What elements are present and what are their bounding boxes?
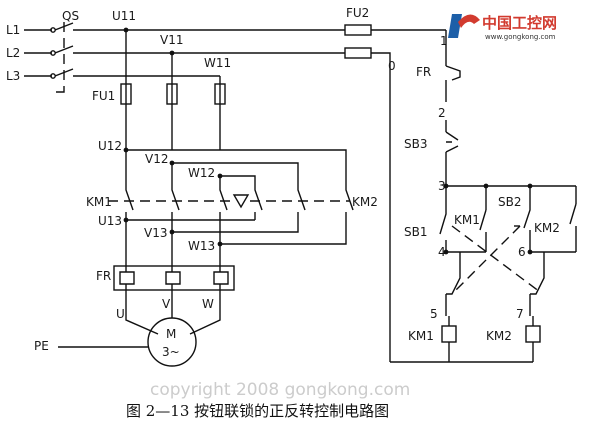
label-w12: W12 — [188, 166, 215, 180]
label-fr-main: FR — [96, 269, 111, 283]
label-sb2: SB2 — [498, 195, 521, 209]
label-u13: U13 — [98, 214, 122, 228]
label-sb3: SB3 — [404, 137, 427, 151]
logo-name: 中国工控网 — [482, 14, 557, 32]
main-circuit: L1 L2 L3 QS U11 V11 W11 FU1 U12 V12 W1 — [6, 9, 378, 367]
logo: 中国工控网 www.gongkong.com — [448, 14, 557, 41]
label-v11: V11 — [160, 33, 183, 47]
label-node2: 2 — [438, 106, 446, 120]
label-pe: PE — [34, 339, 49, 353]
label-u12: U12 — [98, 139, 122, 153]
logo-url: www.gongkong.com — [485, 33, 556, 41]
label-l2: L2 — [6, 46, 20, 60]
label-l3: L3 — [6, 69, 20, 83]
label-node0: 0 — [388, 59, 396, 73]
label-u: U — [116, 307, 125, 321]
label-node3: 3 — [438, 179, 446, 193]
label-w13: W13 — [188, 239, 215, 253]
label-km1-coil: KM1 — [408, 329, 434, 343]
label-motor: M — [166, 327, 176, 341]
motor-symbol — [147, 317, 197, 367]
label-node5: 5 — [430, 307, 438, 321]
label-motor-sub: 3~ — [162, 345, 180, 359]
label-km2-coil: KM2 — [486, 329, 512, 343]
label-qs: QS — [62, 9, 79, 23]
label-fu2: FU2 — [346, 6, 369, 20]
watermark: copyright 2008 gongkong.com — [150, 380, 410, 400]
label-km1-aux: KM1 — [454, 213, 480, 227]
label-sb1: SB1 — [404, 225, 427, 239]
label-v: V — [162, 297, 171, 311]
label-fr-ctrl: FR — [416, 65, 431, 79]
label-node7: 7 — [516, 307, 524, 321]
label-v12: V12 — [145, 152, 168, 166]
label-u11: U11 — [112, 9, 136, 23]
label-fu1: FU1 — [92, 89, 115, 103]
figure-caption: 图 2—13 按钮联锁的正反转控制电路图 — [126, 402, 389, 420]
label-node1: 1 — [440, 34, 448, 48]
label-km2-main: KM2 — [352, 195, 378, 209]
label-node4: 4 — [438, 245, 446, 259]
control-circuit: FU2 1 0 FR 2 SB3 3 SB1 SB2 KM1 KM2 — [126, 6, 577, 363]
label-l1: L1 — [6, 23, 20, 37]
label-km2-aux: KM2 — [534, 221, 560, 235]
label-w11: W11 — [204, 56, 231, 70]
label-w: W — [202, 297, 214, 311]
label-node6: 6 — [518, 245, 526, 259]
label-v13: V13 — [144, 226, 167, 240]
label-km1-main: KM1 — [86, 195, 112, 209]
